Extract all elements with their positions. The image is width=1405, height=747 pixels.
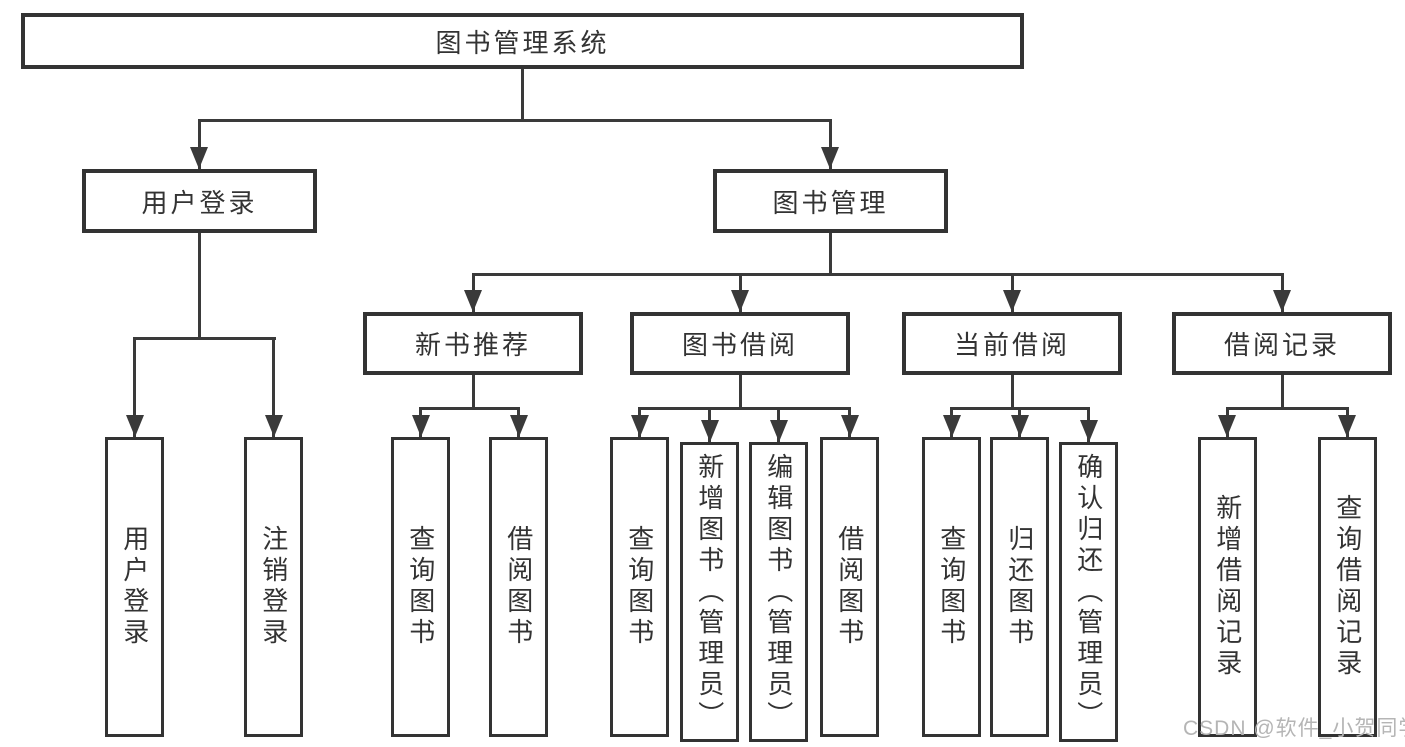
leaf-label: 查询图书 (936, 525, 967, 649)
leaf-label: 确认归还（管理员） (1073, 452, 1104, 732)
node-label: 借阅记录 (1223, 330, 1340, 360)
arrowhead-down-icon (1273, 290, 1291, 312)
arrowhead-down-icon (464, 290, 482, 312)
arrowhead-down-icon (510, 415, 528, 437)
connector-user-login-stem (198, 233, 201, 337)
node-book-management: 图书管理 (713, 169, 948, 233)
leaf-label: 查询图书 (624, 525, 655, 649)
leaf-query-books: 查询图书 (922, 437, 981, 737)
node-label: 图书管理系统 (435, 27, 610, 58)
arrowhead-down-icon (1218, 415, 1236, 437)
watermark: CSDN @软件_小贺同学 (1183, 717, 1405, 740)
arrowhead-down-icon (1003, 290, 1021, 312)
arrowhead-down-icon (265, 415, 283, 437)
connector-root-stem (521, 69, 524, 119)
arrowhead-down-icon (821, 147, 839, 169)
leaf-borrow-books: 借阅图书 (489, 437, 548, 737)
leaf-return-book: 归还图书 (990, 437, 1049, 737)
arrowhead-down-icon (701, 420, 719, 442)
connector-drop-user-login (198, 119, 201, 169)
connector-drop-book-management (829, 119, 832, 169)
arrowhead-down-icon (731, 290, 749, 312)
arrowhead-down-icon (126, 415, 144, 437)
node-library-management-system: 图书管理系统 (21, 13, 1024, 69)
node-label: 当前借阅 (953, 330, 1070, 360)
leaf-label: 注销登录 (258, 525, 289, 649)
leaf-query-borrow-record: 查询借阅记录 (1318, 437, 1377, 737)
leaf-query-books: 查询图书 (391, 437, 450, 737)
arrowhead-down-icon (190, 147, 208, 169)
connector-borrow-records-stem (1281, 375, 1284, 407)
leaf-user-login: 用户登录 (105, 437, 164, 737)
leaf-logout-login: 注销登录 (244, 437, 303, 737)
leaf-label: 借阅图书 (503, 525, 534, 649)
connector-book-borrow-stem (739, 375, 742, 407)
node-borrowing-records: 借阅记录 (1172, 312, 1392, 375)
leaf-add-book-admin: 新增图书（管理员） (680, 442, 739, 742)
leaf-confirm-return-admin: 确认归还（管理员） (1059, 442, 1118, 742)
leaf-borrow-books: 借阅图书 (820, 437, 879, 737)
connector-user-login-rail (133, 337, 276, 340)
connector-new-book-stem (472, 375, 475, 407)
leaf-label: 新增图书（管理员） (694, 452, 725, 732)
connector-level2-rail (198, 119, 832, 122)
leaf-label: 新增借阅记录 (1212, 494, 1243, 680)
arrowhead-down-icon (770, 420, 788, 442)
connector-borrow-records-rail (1227, 407, 1349, 410)
node-label: 新书推荐 (414, 330, 531, 360)
leaf-edit-book-admin: 编辑图书（管理员） (749, 442, 808, 742)
leaf-label: 查询图书 (405, 525, 436, 649)
arrowhead-down-icon (943, 415, 961, 437)
leaf-label: 归还图书 (1004, 525, 1035, 649)
connector-book-management-stem (829, 233, 832, 273)
leaf-label: 查询借阅记录 (1332, 494, 1363, 680)
connector-level3-rail (472, 273, 1284, 276)
leaf-label: 借阅图书 (834, 525, 865, 649)
arrowhead-down-icon (412, 415, 430, 437)
leaf-label: 用户登录 (119, 525, 150, 649)
arrowhead-down-icon (1080, 420, 1098, 442)
node-book-borrowing: 图书借阅 (630, 312, 850, 375)
node-label: 图书管理 (772, 187, 889, 218)
arrowhead-down-icon (841, 415, 859, 437)
connector-drop-leaf (272, 337, 275, 437)
leaf-label: 编辑图书（管理员） (763, 452, 794, 732)
node-label: 图书借阅 (681, 330, 798, 360)
connector-book-borrow-rail (638, 407, 851, 410)
node-current-borrowing: 当前借阅 (902, 312, 1122, 375)
node-user-login: 用户登录 (82, 169, 317, 233)
leaf-add-borrow-record: 新增借阅记录 (1198, 437, 1257, 737)
node-label: 用户登录 (141, 187, 258, 218)
connector-drop-leaf (133, 337, 136, 437)
arrowhead-down-icon (1338, 415, 1356, 437)
node-new-book-recommendation: 新书推荐 (363, 312, 583, 375)
arrowhead-down-icon (1011, 415, 1029, 437)
connector-current-borrow-stem (1011, 375, 1014, 407)
arrowhead-down-icon (631, 415, 649, 437)
connector-new-book-rail (419, 407, 520, 410)
leaf-query-books: 查询图书 (610, 437, 669, 737)
